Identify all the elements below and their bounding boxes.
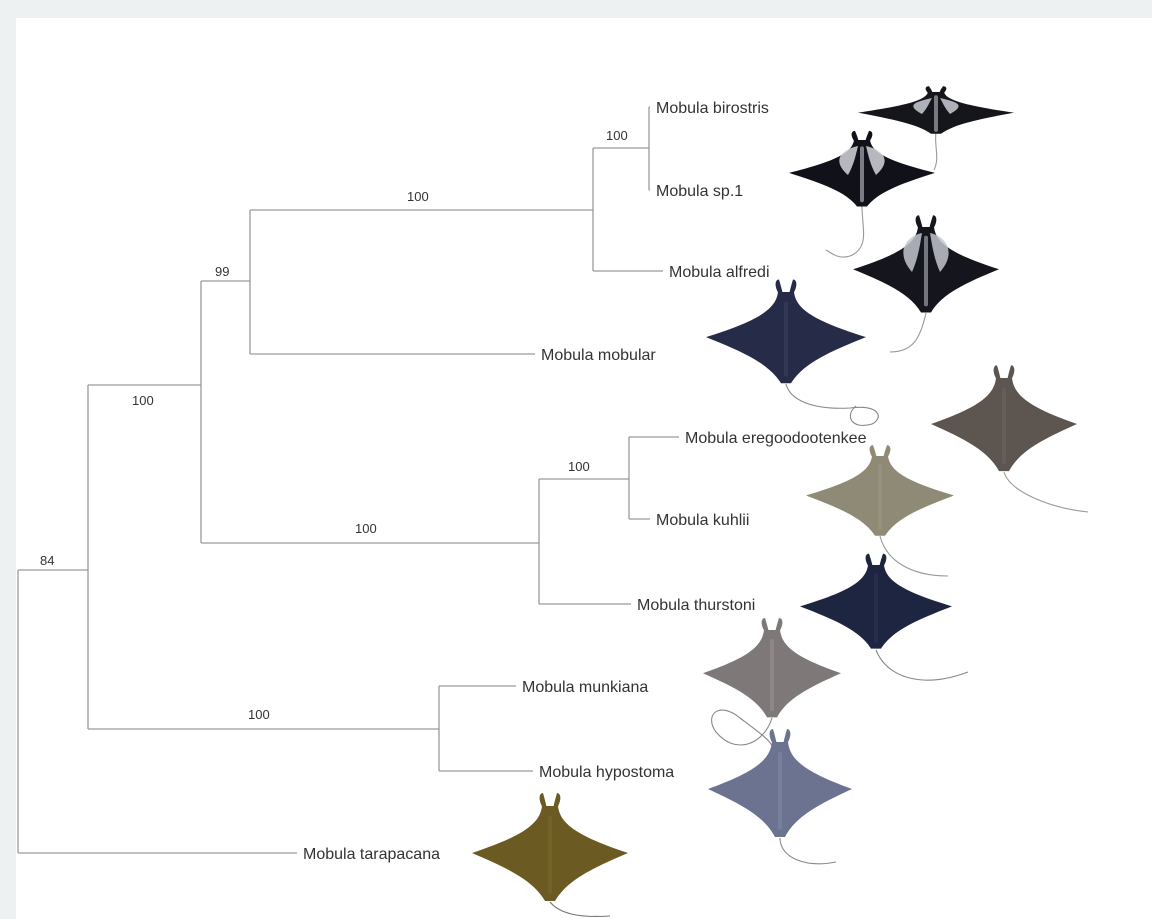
taxon-label-mobular: Mobula mobular [541, 347, 656, 364]
ray-tail-sp1 [825, 205, 865, 258]
support-value-mobula_excl_tarapacana: 100 [132, 393, 154, 408]
support-value-mantas: 100 [407, 189, 429, 204]
ray-tail-tarapacana [549, 901, 611, 917]
support-value-munkiana_hypostoma: 100 [248, 707, 270, 722]
ray-cephalic-fins-kuhlii [869, 445, 891, 459]
ray-illustration-tarapacana [472, 793, 628, 917]
ray-cephalic-fins-thurstoni [865, 553, 887, 568]
ray-illustration-mobular [706, 279, 879, 426]
support-value-eregoodootenkee_kuhlii: 100 [568, 459, 590, 474]
taxon-label-eregoodootenkee: Mobula eregoodootenkee [685, 430, 867, 447]
ray-tail-mobular [785, 383, 879, 426]
ray-illustrations [472, 86, 1089, 917]
ray-cephalic-fins-munkiana [761, 618, 783, 633]
ray-tail-kuhlii [879, 535, 949, 577]
ray-left-patch-sp1 [839, 146, 858, 175]
ray-cephalic-fins-tarapacana [539, 793, 561, 809]
ray-cephalic-fins-mobular [775, 279, 797, 295]
ray-tail-alfredi [889, 312, 927, 353]
ray-cephalic-fins-alfredi [915, 215, 937, 230]
taxon-label-birostris: Mobula birostris [656, 100, 769, 117]
support-value-mantas_mobular_kuhlii: 99 [215, 264, 229, 279]
support-value-root: 84 [40, 553, 54, 568]
ray-tail-munkiana [711, 709, 773, 747]
ray-illustration-kuhlii [806, 445, 954, 577]
ray-illustration-sp1 [789, 130, 935, 258]
ray-right-patch-alfredi [930, 233, 949, 272]
ray-tail-thurstoni [875, 649, 969, 681]
ray-illustration-hypostoma [708, 729, 852, 865]
support-values: 84 100 100 99 100 100 100 100 [40, 128, 628, 722]
ray-left-patch-alfredi [903, 233, 922, 272]
taxon-label-tarapacana: Mobula tarapacana [303, 846, 440, 863]
support-value-birostris_sp1: 100 [606, 128, 628, 143]
ray-left-patch-birostris [913, 98, 932, 114]
ray-illustration-thurstoni [800, 553, 969, 681]
ray-illustration-alfredi [853, 215, 999, 353]
ray-cephalic-fins-sp1 [851, 130, 873, 143]
taxon-label-kuhlii: Mobula kuhlii [656, 512, 749, 529]
ray-cephalic-fins-hypostoma [769, 729, 791, 745]
ray-cephalic-fins-eregoodootenkee [993, 365, 1015, 381]
ray-right-patch-sp1 [866, 146, 885, 175]
ray-tail-hypostoma [779, 837, 837, 865]
support-value-kuhlii_group: 100 [355, 521, 377, 536]
ray-illustration-birostris [858, 86, 1014, 171]
taxon-label-hypostoma: Mobula hypostoma [539, 764, 674, 781]
taxon-label-thurstoni: Mobula thurstoni [637, 597, 755, 614]
ray-right-patch-birostris [940, 98, 959, 114]
ray-illustration-eregoodootenkee [931, 365, 1089, 513]
ray-illustration-munkiana [703, 618, 841, 747]
tree-branches [17, 106, 679, 854]
ray-tail-eregoodootenkee [1003, 471, 1089, 513]
taxon-label-munkiana: Mobula munkiana [522, 679, 648, 696]
ray-tail-birostris [933, 131, 938, 171]
taxon-label-sp1: Mobula sp.1 [656, 183, 743, 200]
taxon-label-alfredi: Mobula alfredi [669, 264, 770, 281]
